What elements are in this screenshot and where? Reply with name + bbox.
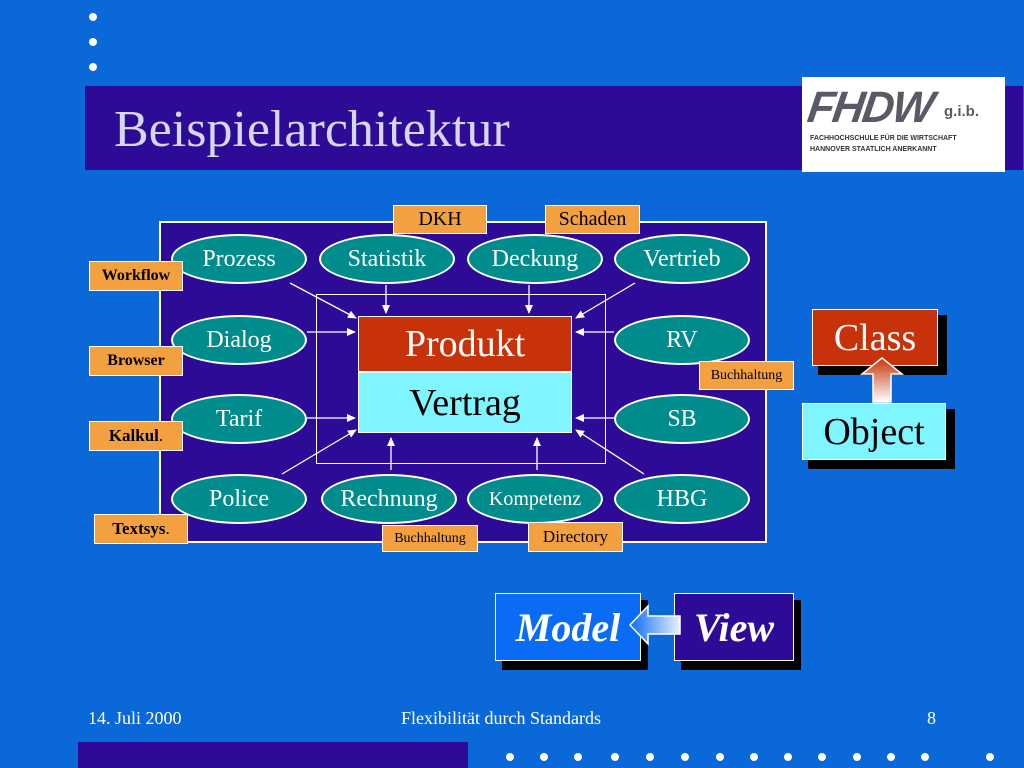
ellipse-statistik: Statistik	[319, 234, 455, 284]
label-schaden: Schaden	[545, 205, 640, 234]
bullet-dot	[89, 38, 97, 46]
ellipse-hbg: HBG	[614, 474, 750, 524]
ellipse-police: Police	[171, 474, 307, 524]
class-box: Class	[812, 309, 938, 366]
bottom-band	[78, 742, 468, 768]
bullet-dot	[540, 753, 548, 761]
label-buchhaltung-bottom: Buchhaltung	[382, 525, 478, 552]
produkt-box: Produkt	[358, 316, 572, 372]
model-box: Model	[495, 593, 641, 661]
ellipse-vertrieb: Vertrieb	[614, 234, 750, 284]
arrow-police	[281, 429, 357, 475]
label-dkh: DKH	[393, 205, 487, 234]
ellipse-dialog: Dialog	[171, 315, 307, 365]
label-kalkul-text: Kalkul	[108, 426, 159, 445]
bullet-dot	[986, 753, 994, 761]
bullet-dot	[784, 753, 792, 761]
ellipse-sb: SB	[614, 394, 750, 444]
bullet-dot	[611, 753, 619, 761]
ellipse-tarif: Tarif	[171, 394, 307, 444]
label-textsys-text: Textsys	[112, 519, 166, 538]
label-browser: Browser	[89, 346, 183, 376]
logo-line2: HANNOVER STAATLICH ANERKANNT	[810, 146, 937, 153]
bullet-dot	[646, 753, 654, 761]
bullet-dot	[818, 753, 826, 761]
vertrag-box: Vertrag	[358, 372, 572, 433]
arrow-prozess	[289, 282, 357, 319]
footer-page-number: 8	[927, 708, 936, 728]
ellipse-deckung: Deckung	[467, 234, 603, 284]
bullet-dot	[750, 753, 758, 761]
view-box: View	[674, 593, 794, 661]
bullet-dot	[853, 753, 861, 761]
inner-frame	[316, 294, 606, 464]
arrow-vertrieb	[575, 282, 636, 319]
bullet-dot	[89, 63, 97, 71]
ellipse-rechnung: Rechnung	[321, 474, 457, 524]
slide-title: Beispielarchitektur	[114, 101, 510, 158]
footer-date: 14. Juli 2000	[88, 708, 182, 728]
label-buchhaltung-right: Buchhaltung	[699, 361, 794, 390]
footer-center: Flexibilität durch Standards	[401, 708, 601, 728]
object-box: Object	[802, 403, 946, 460]
arrow-hbg	[575, 429, 645, 475]
ellipse-kompetenz: Kompetenz	[467, 474, 603, 524]
label-kalkul: Kalkul.	[89, 421, 183, 451]
label-textsys-dot: .	[165, 519, 170, 538]
label-kalkul-dot: .	[158, 426, 164, 445]
label-directory: Directory	[528, 522, 623, 552]
bullet-dot	[681, 753, 689, 761]
fhdw-logo: FHDW g.i.b. FACHHOCHSCHULE FÜR DIE WIRTS…	[802, 77, 1005, 172]
bullet-dot	[506, 753, 514, 761]
ellipse-rv: RV	[614, 315, 750, 365]
bullet-dot	[574, 753, 582, 761]
bullet-dot	[887, 753, 895, 761]
logo-suffix: g.i.b.	[944, 103, 979, 120]
bullet-dot	[921, 753, 929, 761]
logo-line1: FACHHOCHSCHULE FÜR DIE WIRTSCHAFT	[810, 135, 957, 142]
bullet-dot	[89, 13, 97, 21]
up-arrow-icon	[859, 357, 905, 403]
bullet-dot	[716, 753, 724, 761]
label-textsys: Textsys.	[94, 514, 188, 544]
left-arrow-icon	[628, 604, 681, 646]
ellipse-prozess: Prozess	[171, 234, 307, 284]
label-workflow: Workflow	[89, 261, 183, 291]
